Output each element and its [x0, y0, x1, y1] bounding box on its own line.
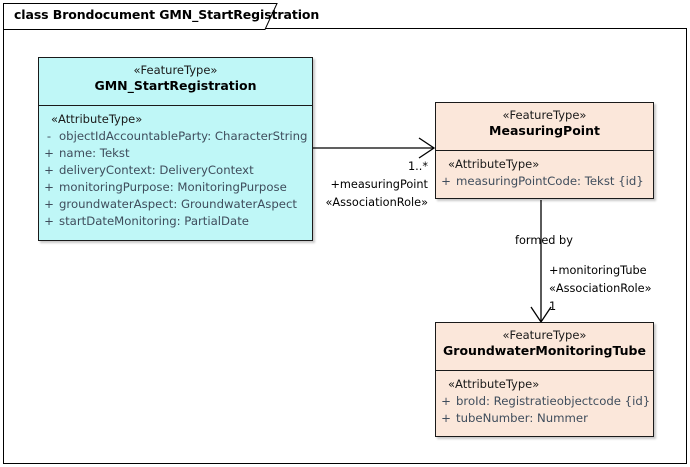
class-box-groundwatermonitoringtube[interactable]: «FeatureType» GroundwaterMonitoringTube … [435, 322, 654, 437]
attribute-row: + measuringPointCode: Tekst {id} [436, 173, 653, 190]
attribute-visibility: + [441, 174, 451, 188]
class-header-groundwatermonitoringtube: «FeatureType» GroundwaterMonitoringTube [436, 323, 653, 371]
class-attributes-groundwatermonitoringtube: «AttributeType» + broId: Registratieobje… [436, 371, 653, 431]
class-name: GroundwaterMonitoringTube [443, 343, 646, 358]
attribute-text: measuringPointCode: Tekst {id} [456, 174, 644, 188]
class-stereotype: «FeatureType» [502, 328, 587, 342]
attribute-visibility: + [44, 180, 54, 194]
class-attributes-measuringpoint: «AttributeType» + measuringPointCode: Te… [436, 151, 653, 194]
class-attributes-gmn-startregistration: «AttributeType» - objectIdAccountablePar… [39, 106, 312, 234]
attribute-visibility: - [46, 129, 52, 143]
association-stereotype-measuringpoint: «AssociationRole» [325, 196, 429, 209]
attribute-row: + deliveryContext: DeliveryContext [39, 162, 312, 179]
association-name-formed-by: formed by [515, 234, 573, 247]
association-multiplicity-measuringpoint: 1..* [407, 160, 428, 173]
attribute-row: + tubeNumber: Nummer [436, 410, 653, 427]
attribute-visibility: + [441, 394, 451, 408]
attribute-text: startDateMonitoring: PartialDate [59, 214, 249, 228]
class-name: MeasuringPoint [489, 123, 600, 138]
class-box-measuringpoint[interactable]: «FeatureType» MeasuringPoint «AttributeT… [435, 102, 654, 199]
class-stereotype: «FeatureType» [502, 108, 587, 122]
class-header-gmn-startregistration: «FeatureType» GMN_StartRegistration [39, 58, 312, 106]
class-header-measuringpoint: «FeatureType» MeasuringPoint [436, 103, 653, 151]
attribute-row: + monitoringPurpose: MonitoringPurpose [39, 179, 312, 196]
attribute-visibility: + [44, 163, 54, 177]
attribute-visibility: + [44, 146, 54, 160]
attribute-compartment-stereotype: «AttributeType» [51, 112, 143, 126]
attribute-visibility: + [44, 214, 54, 228]
association-role-monitoringtube: +monitoringTube [549, 264, 647, 277]
attribute-row: + broId: Registratieobjectcode {id} [436, 393, 653, 410]
diagram-frame-tab [3, 3, 278, 30]
attribute-row: + startDateMonitoring: PartialDate [39, 213, 312, 230]
attribute-text: groundwaterAspect: GroundwaterAspect [59, 197, 297, 211]
diagram-frame [3, 28, 687, 464]
association-stereotype-monitoringtube: «AssociationRole» [549, 282, 652, 295]
class-box-gmn-startregistration[interactable]: «FeatureType» GMN_StartRegistration «Att… [38, 57, 313, 241]
attribute-text: objectIdAccountableParty: CharacterStrin… [59, 129, 308, 143]
attribute-text: broId: Registratieobjectcode {id} [456, 394, 651, 408]
attribute-text: monitoringPurpose: MonitoringPurpose [59, 180, 287, 194]
attribute-visibility: + [44, 197, 54, 211]
attribute-text: tubeNumber: Nummer [456, 411, 588, 425]
association-role-measuringpoint: +measuringPoint [330, 178, 428, 191]
attribute-text: deliveryContext: DeliveryContext [59, 163, 254, 177]
diagram-title: class Brondocument GMN_StartRegistration [14, 7, 320, 22]
attribute-visibility: + [441, 411, 451, 425]
attribute-row: + groundwaterAspect: GroundwaterAspect [39, 196, 312, 213]
association-multiplicity-monitoringtube: 1 [549, 300, 557, 313]
attribute-row: + name: Tekst [39, 145, 312, 162]
attribute-row: - objectIdAccountableParty: CharacterStr… [39, 128, 312, 145]
class-stereotype: «FeatureType» [133, 63, 218, 77]
attribute-compartment-stereotype: «AttributeType» [448, 377, 540, 391]
attribute-compartment-stereotype: «AttributeType» [448, 157, 540, 171]
class-name: GMN_StartRegistration [94, 78, 257, 93]
attribute-text: name: Tekst [59, 146, 130, 160]
